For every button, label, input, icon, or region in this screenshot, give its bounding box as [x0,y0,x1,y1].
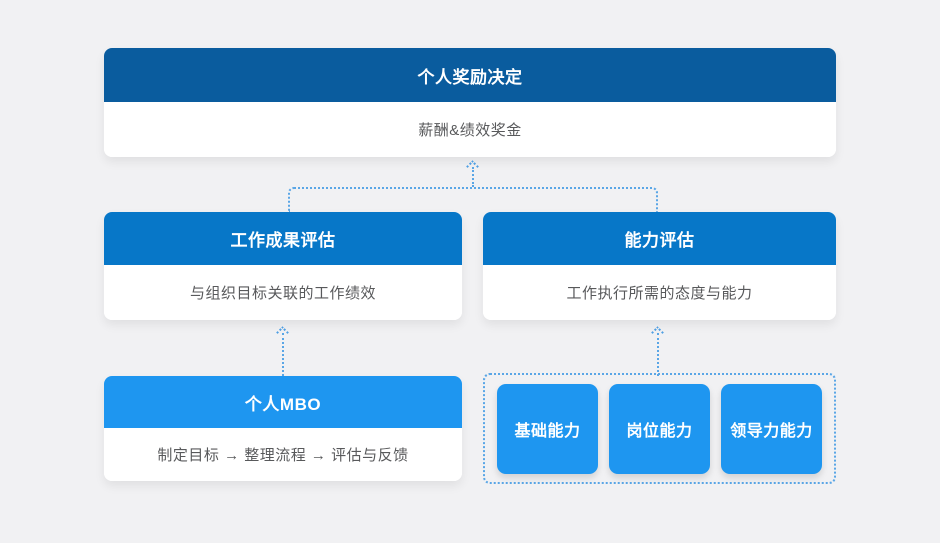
node-work-result-evaluation: 工作成果评估 与组织目标关联的工作绩效 [104,212,462,320]
node-position-capability: 岗位能力 [609,383,710,474]
node-individual-reward-title: 个人奖励决定 [104,48,836,102]
node-basic-capability: 基础能力 [497,383,598,474]
connector-center-stem [472,167,474,187]
capability-group: 基础能力 岗位能力 领导力能力 [483,373,836,484]
connector-left-stem [282,333,284,376]
connector-bracket [288,187,658,213]
node-individual-reward-description: 薪酬&绩效奖金 [104,102,836,157]
node-individual-reward: 个人奖励决定 薪酬&绩效奖金 [104,48,836,157]
node-competency-evaluation: 能力评估 工作执行所需的态度与能力 [483,212,836,320]
node-mbo-steps: 制定目标 → 整理流程 → 评估与反馈 [104,428,462,481]
arrow-up-icon [651,326,664,339]
arrow-up-icon [276,326,289,339]
arrow-up-icon [466,160,479,173]
node-competency-title: 能力评估 [483,212,836,265]
node-work-result-description: 与组织目标关联的工作绩效 [104,265,462,320]
node-individual-mbo: 个人MBO 制定目标 → 整理流程 → 评估与反馈 [104,376,462,481]
node-mbo-title: 个人MBO [104,376,462,428]
node-leadership-capability: 领导力能力 [721,383,822,474]
node-competency-description: 工作执行所需的态度与能力 [483,265,836,320]
connector-right-stem [657,333,659,376]
node-work-result-title: 工作成果评估 [104,212,462,265]
